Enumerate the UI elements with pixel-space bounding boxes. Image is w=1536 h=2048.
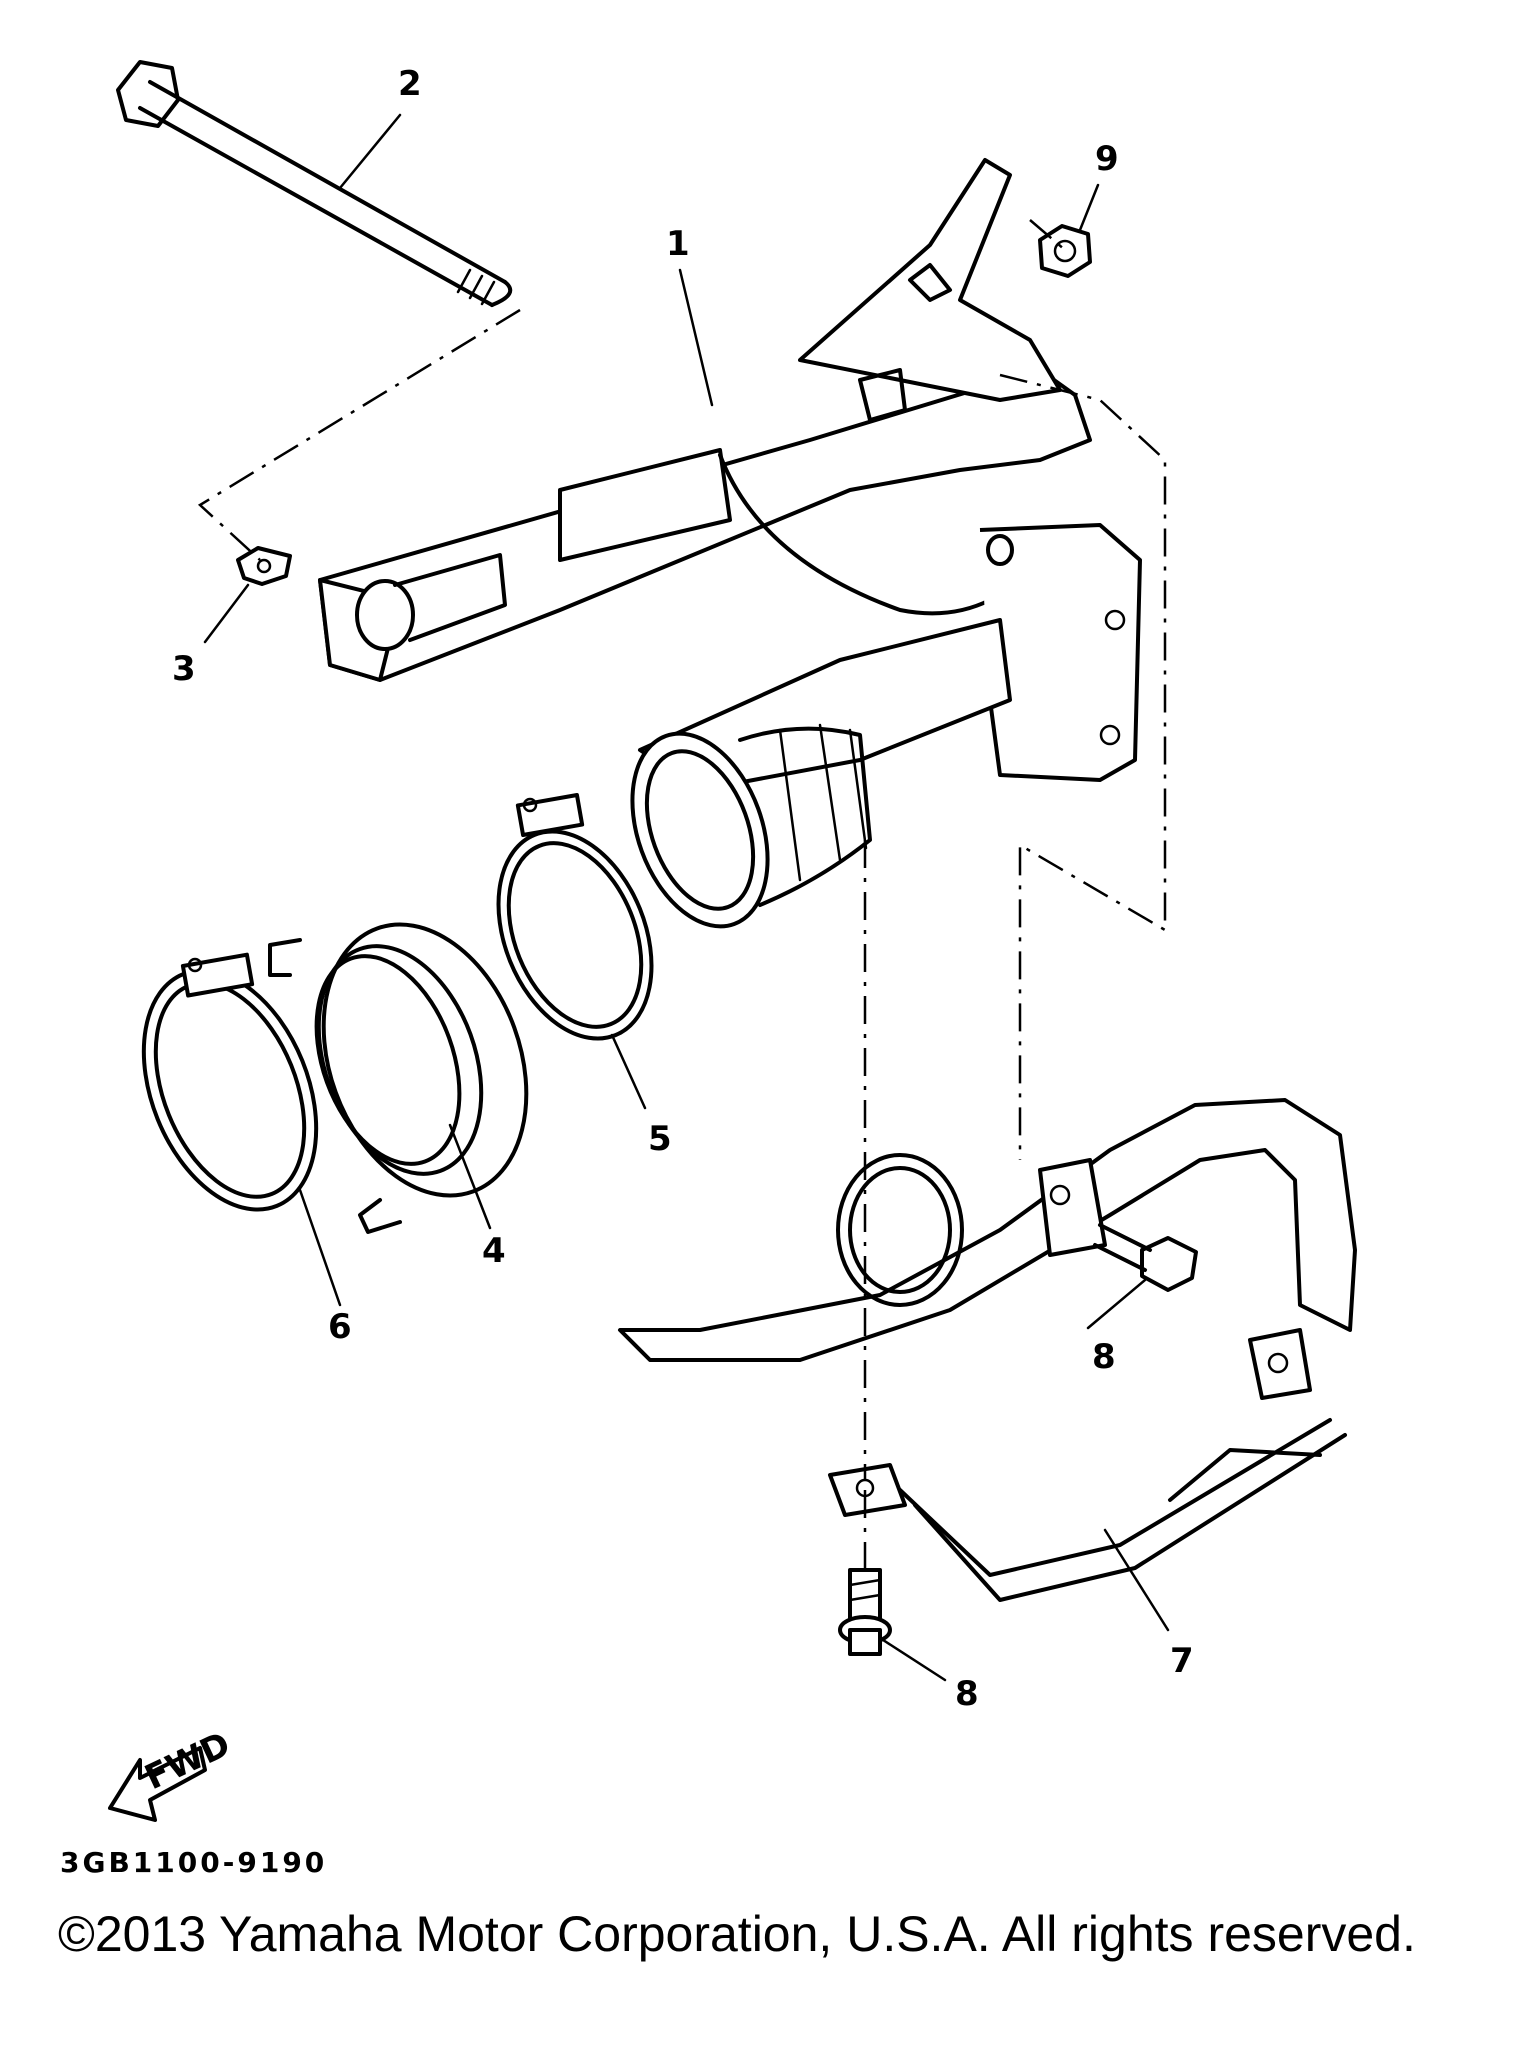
callout-4: 4 bbox=[482, 1231, 506, 1271]
callout-7: 7 bbox=[1170, 1641, 1194, 1681]
swingarm bbox=[318, 158, 1142, 792]
callout-9: 9 bbox=[1095, 139, 1119, 179]
callout-1: 1 bbox=[666, 224, 690, 264]
diagram-code: 3GB1100-9190 bbox=[60, 1846, 327, 1879]
pivot-bolt bbox=[116, 60, 513, 307]
flange-bolt-lower bbox=[838, 1568, 892, 1656]
lock-washer bbox=[236, 546, 292, 586]
fwd-label: FWD bbox=[139, 1724, 237, 1798]
rubber-boot bbox=[268, 922, 529, 1234]
band-clamp-small bbox=[496, 793, 654, 1041]
callout-2: 2 bbox=[398, 64, 422, 104]
leader-lines bbox=[203, 113, 1170, 1682]
callout-8-lower: 8 bbox=[955, 1674, 979, 1714]
band-clamp-large bbox=[141, 952, 319, 1212]
callout-6: 6 bbox=[328, 1307, 352, 1347]
callout-8-upper: 8 bbox=[1092, 1337, 1116, 1377]
axle-housing bbox=[630, 723, 872, 929]
assembly-lines bbox=[197, 219, 1167, 1570]
hex-nut bbox=[1038, 224, 1092, 278]
flange-bolt-upper bbox=[1093, 1223, 1198, 1292]
copyright-notice: ©2013 Yamaha Motor Corporation, U.S.A. A… bbox=[58, 1906, 1416, 1962]
callout-3: 3 bbox=[172, 649, 196, 689]
fwd-arrow-icon: FWD bbox=[108, 1724, 237, 1822]
rear-guard bbox=[618, 1098, 1357, 1602]
callout-5: 5 bbox=[648, 1119, 672, 1159]
